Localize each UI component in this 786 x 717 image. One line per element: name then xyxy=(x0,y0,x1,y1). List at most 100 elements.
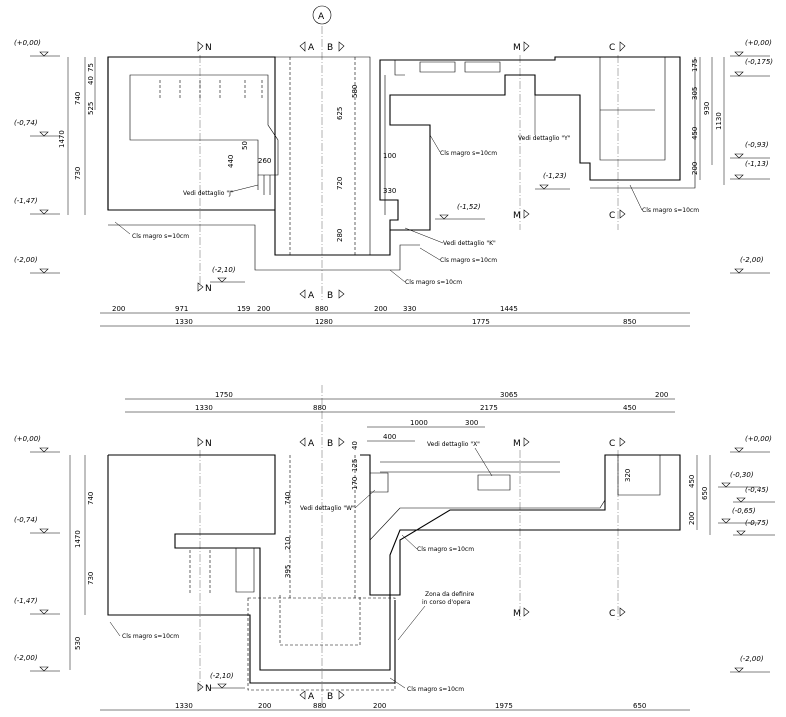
dimension-label: 200 xyxy=(691,162,699,175)
lean-concrete-note: Cls magro s=10cm xyxy=(405,279,462,286)
dimension-label: 730 xyxy=(74,167,82,180)
lean-concrete-note: Cls magro s=10cm xyxy=(122,633,179,640)
dimension-label: 75 xyxy=(87,63,95,72)
outline-top xyxy=(107,56,681,256)
dimension-label: 280 xyxy=(336,229,344,242)
section-label-c: C xyxy=(609,439,615,449)
dimension-label: 1130 xyxy=(715,112,723,130)
dimension-label: 395 xyxy=(284,565,292,578)
elevation-label: (+0,00) xyxy=(745,39,772,47)
dimension-label: 1470 xyxy=(74,530,82,548)
lean-concrete-note: Cls magro s=10cm xyxy=(407,686,464,693)
section-label-m: M xyxy=(513,43,521,53)
dimension-label: 730 xyxy=(87,572,95,585)
dimension-label: 260 xyxy=(258,157,271,165)
dimension-label: 3065 xyxy=(500,391,518,399)
elevation-label: (-0,74) xyxy=(14,119,38,127)
dimension-label: 40 xyxy=(87,76,95,85)
outline-bottom xyxy=(108,454,681,671)
elevation-label: (-2,00) xyxy=(740,655,764,663)
elevation-label: (-2,00) xyxy=(14,256,38,264)
zone-note-line2: in corso d'opera xyxy=(422,599,471,606)
dimension-label: 210 xyxy=(284,537,292,550)
dimension-label: 170 xyxy=(351,477,359,490)
dimension-label: 450 xyxy=(623,404,636,412)
elevation-label: (-2,00) xyxy=(14,654,38,662)
section-label-a: A xyxy=(308,291,315,301)
detail-note-x: Vedi dettaglio "X" xyxy=(427,441,480,448)
dimension-label: 450 xyxy=(691,127,699,140)
dimension-label: 1750 xyxy=(215,391,233,399)
detail-note-y: Vedi dettaglio "Y" xyxy=(518,135,571,142)
inner-dims-bottom: 40 125 170 740 320 210 395 xyxy=(284,441,632,578)
dimension-label: 880 xyxy=(315,305,328,313)
dimension-label: 440 xyxy=(227,155,235,168)
section-label-n: N xyxy=(205,43,212,53)
axis-bubble: A xyxy=(312,5,332,25)
section-label-m: M xyxy=(513,211,521,221)
elevation-label: (+0,00) xyxy=(14,435,41,443)
dimension-label: 580 xyxy=(351,85,359,98)
elevation-label: (-1,13) xyxy=(745,160,769,168)
dimension-label: 720 xyxy=(336,177,344,190)
dimension-label: 320 xyxy=(624,469,632,482)
dimension-label: 1330 xyxy=(175,318,193,326)
inner-dims-top: 440 50 260 580 625 100 720 330 280 xyxy=(227,85,396,242)
section-label-b: B xyxy=(327,291,333,301)
dimension-label: 1330 xyxy=(195,404,213,412)
hdims-bottom: 1330 200 880 200 1975 650 xyxy=(100,702,690,711)
dimension-label: 880 xyxy=(313,702,326,710)
elevation-label: (-1,47) xyxy=(14,197,38,205)
dimension-label: 971 xyxy=(175,305,188,313)
axis-bubble-label: A xyxy=(318,12,325,22)
elevation-label: (-2,10) xyxy=(212,266,236,274)
dimension-label: 1000 xyxy=(410,419,428,427)
plan-bottom: N A B M C M C N A B xyxy=(107,437,681,702)
elevations-bottom-left: (+0,00) (-0,74) (-1,47) (-2,00) xyxy=(14,435,60,672)
elevation-label: (-0,175) xyxy=(745,58,773,66)
elevation-label: (+0,00) xyxy=(745,435,772,443)
elevation-label: (-0,30) xyxy=(730,471,754,479)
dimension-label: 175 xyxy=(691,59,699,72)
section-label-a: A xyxy=(308,439,315,449)
lean-concrete-note: Cls magro s=10cm xyxy=(642,207,699,214)
dimension-label: 1470 xyxy=(58,130,66,148)
lean-concrete-note: Cls magro s=10cm xyxy=(417,546,474,553)
dimension-label: 740 xyxy=(284,492,292,505)
elevations-bottom-right: (+0,00) (-0,30) (-0,45) (-0,65) (-0,75) … xyxy=(718,435,775,673)
section-label-n: N xyxy=(205,284,212,294)
dimension-label: 330 xyxy=(403,305,416,313)
dimension-label: 880 xyxy=(313,404,326,412)
lean-concrete-note: Cls magro s=10cm xyxy=(132,233,189,240)
dimension-label: 400 xyxy=(383,433,396,441)
hdims-bottom-top: 1750 3065 200 1330 880 2175 450 1000 300… xyxy=(125,391,675,442)
dimension-label: 200 xyxy=(112,305,125,313)
elevation-label: (-0,93) xyxy=(745,141,769,149)
elevation-label: (-0,45) xyxy=(745,486,769,494)
dimension-label: 650 xyxy=(701,487,709,500)
dimension-label: 159 xyxy=(237,305,250,313)
elevations-top-right: (+0,00) (-0,175) (-0,93) (-1,13) (-2,00) xyxy=(730,39,773,274)
dimension-label: 1445 xyxy=(500,305,518,313)
detail-note-j: Vedi dettaglio "J" xyxy=(183,190,234,197)
section-label-m: M xyxy=(513,609,521,619)
dimension-label: 1975 xyxy=(495,702,513,710)
elevation-label: (-0,75) xyxy=(745,519,769,527)
dimension-label: 300 xyxy=(465,419,478,427)
axes xyxy=(199,26,619,710)
section-label-c: C xyxy=(609,211,615,221)
dimension-label: 850 xyxy=(623,318,636,326)
elevation-label: (-0,74) xyxy=(14,516,38,524)
dimension-label: 2175 xyxy=(480,404,498,412)
section-markers-bottom: N A B M C M C N A B xyxy=(197,437,626,702)
section-label-n: N xyxy=(205,684,212,694)
dimension-label: 1280 xyxy=(315,318,333,326)
plan-top: N A B M C N A B M C xyxy=(107,41,696,301)
dimension-label: 200 xyxy=(655,391,668,399)
dimension-label: 740 xyxy=(87,492,95,505)
dimension-label: 530 xyxy=(74,637,82,650)
dimension-label: 200 xyxy=(257,305,270,313)
dimension-label: 740 xyxy=(74,92,82,105)
dimension-label: 50 xyxy=(241,141,249,150)
